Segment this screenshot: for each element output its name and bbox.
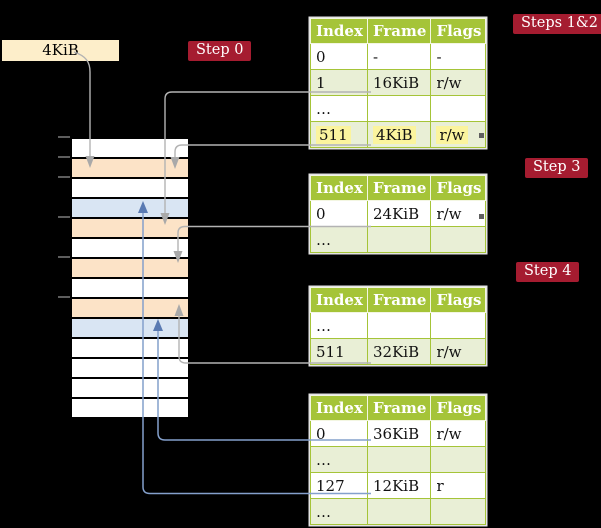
memory-row-frame-16KiB: [72, 217, 188, 237]
size-box: 4KiB: [2, 40, 119, 61]
size-box-label: 4KiB: [42, 41, 79, 59]
highlight: r/w: [436, 125, 468, 144]
col-header-index: Index: [310, 175, 368, 201]
memory-row: [72, 237, 188, 257]
memory-row-page-12KiB: [72, 197, 188, 217]
memory-row-frame-32KiB: [72, 297, 188, 317]
badge-steps-1-2: Steps 1&2: [513, 14, 601, 34]
badge-step-4: Step 4: [516, 262, 580, 282]
page-table-step-3: Index Frame Flags 0 24KiB r/w …: [310, 175, 487, 253]
memory-row: [72, 177, 188, 197]
memory-row: [72, 137, 188, 157]
table-header-row: Index Frame Flags: [310, 18, 487, 44]
table-row: 0 - -: [310, 43, 487, 70]
col-header-frame: Frame: [366, 18, 432, 44]
col-header-frame: Frame: [366, 175, 432, 201]
highlight: 511: [316, 125, 351, 144]
table-row: …: [310, 312, 487, 339]
table-row: 0 36KiB r/w: [310, 420, 487, 447]
table-row: 511 32KiB r/w: [310, 338, 487, 365]
table-row: 127 12KiB r: [310, 472, 487, 499]
col-header-index: Index: [310, 18, 368, 44]
page-table-step-4: Index Frame Flags … 511 32KiB r/w: [310, 287, 487, 365]
badge-step-0: Step 0: [188, 41, 252, 61]
memory-ticks: [58, 136, 70, 298]
memory-row: [72, 277, 188, 297]
col-header-frame: Frame: [366, 395, 432, 421]
col-header-frame: Frame: [366, 287, 432, 313]
highlight: 4KiB: [373, 125, 416, 144]
memory-row: [72, 377, 188, 397]
table-header-row: Index Frame Flags: [310, 175, 487, 201]
col-header-flags: Flags: [430, 175, 487, 201]
page-table-final: Index Frame Flags 0 36KiB r/w … 127 12Ki…: [310, 395, 487, 525]
table-header-row: Index Frame Flags: [310, 395, 487, 421]
memory-row: [72, 337, 188, 357]
physical-memory-column: [70, 137, 190, 419]
memory-row: [72, 357, 188, 377]
memory-row-frame-24KiB: [72, 257, 188, 277]
table-row-highlighted: 511 4KiB r/w: [310, 121, 487, 148]
table-row: …: [310, 226, 487, 253]
table-row: …: [310, 446, 487, 473]
badge-step-3: Step 3: [525, 158, 589, 178]
col-header-index: Index: [310, 395, 368, 421]
table-row: …: [310, 498, 487, 525]
memory-row-frame-4KiB: [72, 157, 188, 177]
memory-row-page-36KiB: [72, 317, 188, 337]
table-row: 0 24KiB r/w: [310, 200, 487, 227]
col-header-flags: Flags: [430, 18, 487, 44]
col-header-flags: Flags: [430, 395, 487, 421]
table-header-row: Index Frame Flags: [310, 287, 487, 313]
table-row: …: [310, 95, 487, 122]
col-header-flags: Flags: [430, 287, 487, 313]
table-row: 1 16KiB r/w: [310, 69, 487, 96]
memory-row: [72, 397, 188, 419]
page-table-steps-1-2: Index Frame Flags 0 - - 1 16KiB r/w … 51…: [310, 18, 487, 148]
col-header-index: Index: [310, 287, 368, 313]
